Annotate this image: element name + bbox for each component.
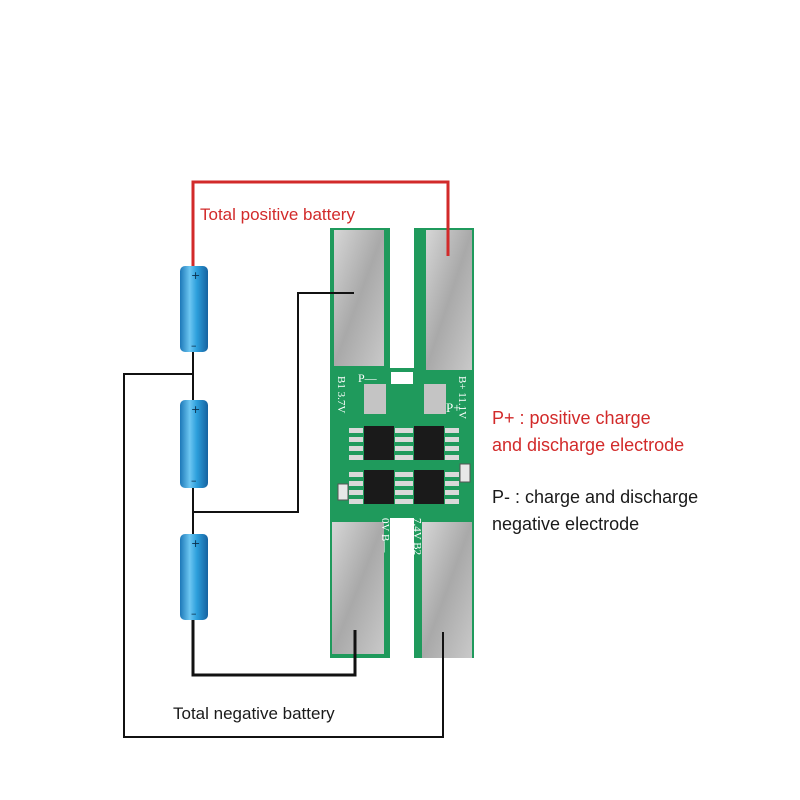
label-total-negative: Total negative battery xyxy=(173,704,335,723)
mark-b-plus: B+ 11.1V xyxy=(456,376,468,419)
battery-cell-1: + – xyxy=(180,266,208,352)
cell-2-plus: + xyxy=(191,403,200,416)
mark-p-plus: P+ xyxy=(446,400,461,415)
nickel-strips xyxy=(332,230,472,658)
wire-total-positive xyxy=(191,180,450,266)
label-p-plus-line1: P+ : positive charge xyxy=(492,408,651,428)
chip-3 xyxy=(364,470,394,504)
board-silkscreen: B1 3.7V P— B+ 11.1V P+ 0V B— 7.4V B2 xyxy=(335,371,468,555)
battery-cells: + – + – + – xyxy=(180,266,208,620)
pad-p-plus xyxy=(424,384,446,414)
mark-b1: B1 3.7V xyxy=(335,376,347,413)
cell-2-minus: – xyxy=(191,474,197,487)
pad-p-minus xyxy=(364,384,386,414)
mark-ov: 0V B— xyxy=(379,518,391,553)
label-total-positive: Total positive battery xyxy=(200,205,355,224)
wire-cell-junction-to-p-minus xyxy=(193,292,354,513)
chip-1 xyxy=(364,426,394,460)
chip-2 xyxy=(414,426,444,460)
wire-total-negative xyxy=(191,620,357,677)
cell-1-plus: + xyxy=(191,269,200,282)
label-p-plus-line2: and discharge electrode xyxy=(492,435,685,455)
board-pads xyxy=(364,384,446,414)
wire-mid-to-b1 xyxy=(123,373,444,738)
chip-4 xyxy=(414,470,444,504)
cell-3-minus: – xyxy=(191,607,197,620)
mosfet-chips xyxy=(337,426,471,504)
battery-cell-2: + – xyxy=(180,400,208,488)
strip-b2 xyxy=(422,522,472,658)
mark-p-minus: P— xyxy=(358,371,378,385)
cell-3-plus: + xyxy=(191,537,200,550)
wires xyxy=(123,180,450,738)
strip-b1 xyxy=(334,230,384,366)
label-p-minus-line2: negative electrode xyxy=(492,514,640,534)
mark-b2: 7.4V B2 xyxy=(411,518,423,555)
battery-cell-3: + – xyxy=(180,534,208,620)
cell-1-minus: – xyxy=(191,339,197,352)
strip-b-minus xyxy=(332,522,384,654)
label-p-minus-line1: P- : charge and discharge xyxy=(492,487,699,507)
